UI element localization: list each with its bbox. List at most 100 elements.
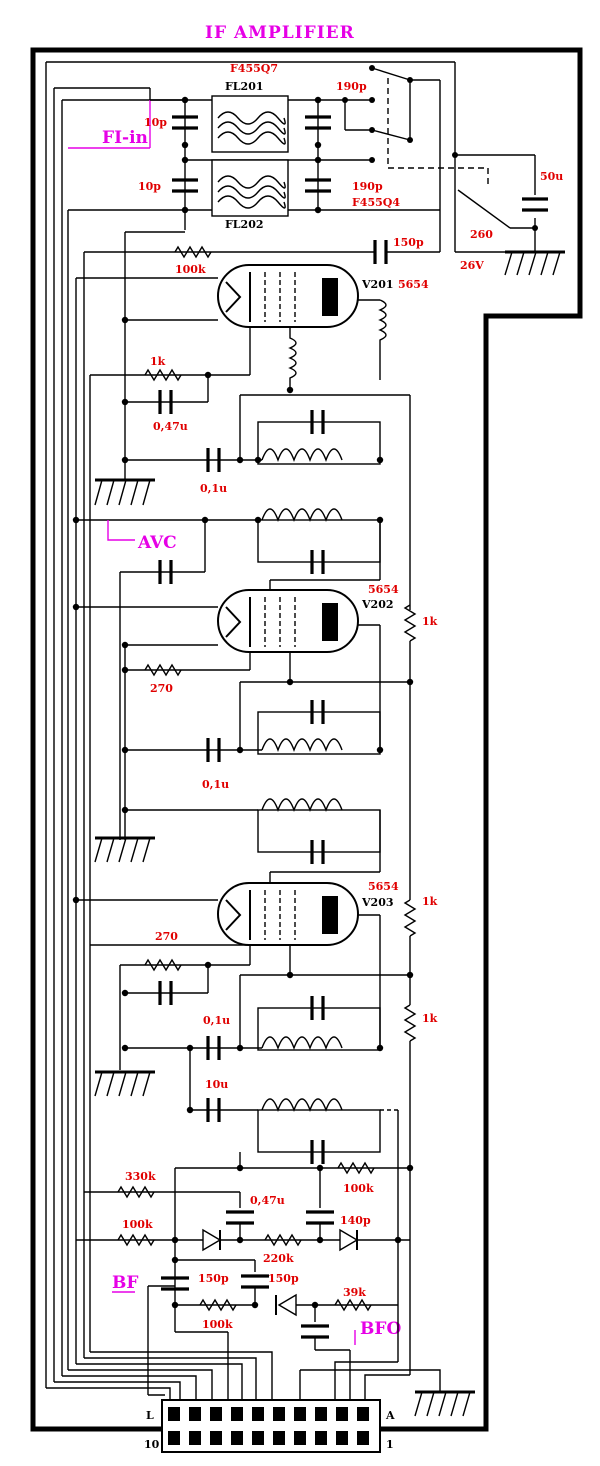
label-c-50u: 50u xyxy=(540,170,563,183)
label-26v: 26V xyxy=(460,259,484,272)
label-r-270-v203: 270 xyxy=(155,930,178,943)
capacitor-tank-v201 xyxy=(310,410,325,434)
label-v202: V202 xyxy=(361,598,394,611)
label-v203: V203 xyxy=(361,896,394,909)
label-c-10p-bottom: 10p xyxy=(138,180,161,193)
capacitor-tank-detector xyxy=(310,1140,325,1164)
label-v201: V201 xyxy=(361,278,394,291)
coil-v201-screen xyxy=(288,327,297,390)
capacitor-tank-v203 xyxy=(310,996,325,1020)
label-r-100k-det: 100k xyxy=(343,1182,374,1195)
resistor-270-v202 xyxy=(144,663,182,677)
capacitor-tank-v202-bottom xyxy=(310,700,325,724)
connector-label-10: 10 xyxy=(144,1438,160,1451)
tube-v201 xyxy=(217,264,359,328)
fi-in-label: FI-in xyxy=(102,128,148,148)
label-r-100k-bottom: 100k xyxy=(202,1318,233,1331)
connector-block: L A 10 1 xyxy=(144,1399,395,1453)
coil-tank-v203-grid xyxy=(261,798,343,813)
filter-section: F455Q7 FL201 FL202 F455Q4 10p 10p 190p 1… xyxy=(138,62,400,231)
stage-v203: 5654 V203 1k 1k 270 xyxy=(72,880,438,1375)
label-c-10p-top: 10p xyxy=(144,116,167,129)
tube-v202 xyxy=(217,589,359,653)
ground-symbol-v203 xyxy=(94,1070,155,1097)
capacitor-140p xyxy=(306,1210,334,1225)
chassis-outline xyxy=(30,47,583,1432)
label-r-1k-v203-b: 1k xyxy=(422,1012,438,1025)
coil-detector xyxy=(261,1098,343,1113)
resistor-100k-left xyxy=(117,1233,155,1247)
label-c-01u-v203: 0,1u xyxy=(203,1014,230,1027)
label-v202-type: 5654 xyxy=(368,583,399,596)
avc-label: AVC xyxy=(137,533,177,553)
capacitor-tank-v202-top xyxy=(310,550,325,574)
connector-pins-top xyxy=(168,1407,369,1421)
label-c-190p-top: 190p xyxy=(336,80,367,93)
coil-tank-v203 xyxy=(261,1036,343,1051)
capacitor-150p-bf2 xyxy=(241,1274,269,1289)
stage-v201: 150p 100k V201 5654 1k 0,47u xyxy=(94,210,441,610)
stage-v202: AVC 5654 V202 1k xyxy=(72,508,438,900)
label-c-190p-bottom: 190p xyxy=(352,180,383,193)
label-r-220k: 220k xyxy=(263,1252,294,1265)
diode-bfo xyxy=(275,1293,297,1317)
bf-label: BF xyxy=(112,1273,138,1293)
capacitor-150p-top xyxy=(373,240,388,264)
label-r-1k-v203-plate: 1k xyxy=(422,895,438,908)
resistor-1k-v203-plate xyxy=(403,899,417,937)
diode-detector-1 xyxy=(202,1228,222,1252)
label-c-01u-v202: 0,1u xyxy=(202,778,229,791)
resistor-220k xyxy=(264,1233,302,1247)
capacitor-01u-v201 xyxy=(206,448,221,472)
schematic-title: IF AMPLIFIER xyxy=(205,23,355,43)
label-v201-type: 5654 xyxy=(398,278,429,291)
diode-detector-2 xyxy=(339,1228,359,1252)
label-f455q7: F455Q7 xyxy=(230,62,278,75)
capacitor-10p-bottom xyxy=(172,178,198,193)
capacitor-01u-v203 xyxy=(206,1036,221,1060)
capacitor-01u-v202 xyxy=(206,738,221,762)
capacitor-50u xyxy=(522,197,548,212)
ground-symbol-bottom xyxy=(414,1390,475,1417)
coil-tank-v202-top xyxy=(261,508,343,523)
capacitor-190p-bottom xyxy=(305,178,331,193)
resistor-100k-top xyxy=(174,245,212,259)
label-c-150p-top: 150p xyxy=(393,236,424,249)
capacitor-150p-bf xyxy=(161,1276,189,1291)
label-v203-type: 5654 xyxy=(368,880,399,893)
label-c-140p: 140p xyxy=(340,1214,371,1227)
wire-bundle-left xyxy=(45,61,456,1407)
capacitor-047u-v201 xyxy=(158,390,173,414)
resistor-100k-bottom xyxy=(199,1298,237,1312)
resistor-1k-v203-b xyxy=(403,1004,417,1042)
capacitor-tank-v203-grid xyxy=(310,840,325,864)
capacitor-10p-top xyxy=(172,115,198,130)
label-fl201: FL201 xyxy=(225,80,264,93)
filter-selector-switch: 50u 260 26V xyxy=(342,65,565,276)
connector-pins-bottom xyxy=(168,1431,369,1445)
label-f455q4: F455Q4 xyxy=(352,196,400,209)
ground-symbol-v202 xyxy=(94,836,155,863)
capacitor-bfo xyxy=(301,1324,329,1339)
label-r-270-v202: 270 xyxy=(150,682,173,695)
label-c-01u-v201: 0,1u xyxy=(200,482,227,495)
label-r-1k-v201: 1k xyxy=(150,355,166,368)
label-r-1k-v202: 1k xyxy=(422,615,438,628)
capacitor-v203-cathode xyxy=(158,981,173,1005)
detector-section: 10u 100k 330k 0,47u xyxy=(76,1048,441,1407)
capacitor-190p-top xyxy=(305,115,331,130)
label-c-150p-bf2: 150p xyxy=(268,1272,299,1285)
label-r-260: 260 xyxy=(470,228,493,241)
capacitor-avc xyxy=(158,560,173,584)
resistor-39k xyxy=(334,1298,372,1312)
label-c-047u-v201: 0,47u xyxy=(153,420,188,433)
capacitor-047u-det xyxy=(226,1210,254,1225)
connector-label-1: 1 xyxy=(386,1438,394,1451)
capacitor-10u xyxy=(206,1098,221,1122)
ground-symbol-top xyxy=(504,250,565,276)
label-c-10u: 10u xyxy=(205,1078,228,1091)
coil-tank-v202-bottom xyxy=(261,738,343,753)
resistor-330k xyxy=(117,1185,155,1199)
resistor-100k-det xyxy=(337,1161,375,1175)
